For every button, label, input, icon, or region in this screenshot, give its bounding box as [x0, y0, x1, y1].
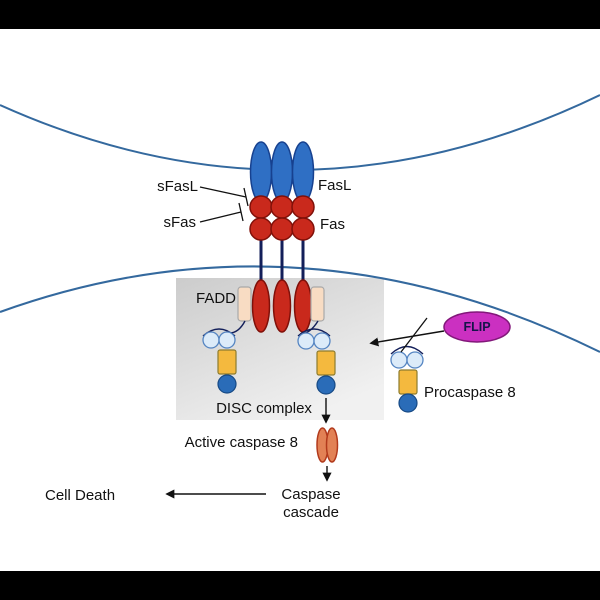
- procaspase8-free: [390, 345, 424, 413]
- label-fadd: FADD: [195, 290, 236, 307]
- fas-domain: [270, 217, 294, 241]
- pointer-tee: [243, 187, 249, 207]
- death-domain: [272, 279, 292, 333]
- fasl-subunit: [270, 141, 294, 203]
- fas-domain: [291, 217, 315, 241]
- ded-domain: [218, 331, 236, 349]
- label-flip: FLIP: [463, 320, 491, 334]
- fas-domain: [291, 195, 315, 219]
- fas-domain: [270, 195, 294, 219]
- label-disc-complex: DISC complex: [216, 400, 312, 417]
- sfas-pointer: [199, 202, 244, 223]
- ded-domain: [202, 331, 220, 349]
- arrow-flip-to-disc: [369, 330, 445, 347]
- fas-receptors: [249, 195, 315, 241]
- ded-domain: [390, 351, 408, 369]
- label-cell-death: Cell Death: [45, 487, 116, 504]
- pointer-tee: [238, 202, 244, 222]
- label-sfasl: sFasL: [157, 178, 198, 195]
- fas-domain: [249, 195, 273, 219]
- flip-ellipse: [443, 311, 511, 343]
- linker-curve: [297, 328, 331, 337]
- letterbox-bottom: [0, 571, 600, 600]
- active-caspase-subunit: [325, 427, 339, 463]
- linker-curve: [390, 345, 424, 355]
- ded-domain: [313, 332, 331, 350]
- procaspase8-recruited-right: [297, 320, 336, 395]
- label-fasl: FasL: [318, 177, 352, 194]
- inhibition-slash: [400, 317, 428, 353]
- label-procaspase8: Procaspase 8: [424, 384, 516, 401]
- caspase-domain: [398, 369, 418, 395]
- label-active-caspase8: Active caspase 8: [184, 434, 298, 451]
- ded-domain: [297, 332, 315, 350]
- caspase-small-subunit: [217, 374, 237, 394]
- cell-membrane-bottom: [0, 265, 600, 353]
- label-fas: Fas: [320, 216, 346, 233]
- letterbox-top: [0, 0, 600, 29]
- ded-domain: [406, 351, 424, 369]
- sfasl-pointer: [199, 186, 249, 207]
- fasl-trimer: [249, 141, 315, 203]
- fasl-subunit: [249, 141, 273, 203]
- caspase-small-subunit: [316, 375, 336, 395]
- pointer-line: [199, 211, 242, 223]
- caspase-small-subunit: [398, 393, 418, 413]
- pointer-line: [199, 186, 247, 198]
- active-caspase8-dimer: [316, 427, 339, 463]
- label-caspase-cascade: Caspase cascade: [281, 486, 341, 521]
- caspase-domain: [217, 349, 237, 375]
- fas-domain: [249, 217, 273, 241]
- death-domain: [293, 279, 313, 333]
- death-domain: [251, 279, 271, 333]
- fas-death-domains: [251, 279, 313, 333]
- fadd-adapter: [310, 286, 325, 322]
- fasl-subunit: [291, 141, 315, 203]
- fadd-adapter: [237, 286, 252, 322]
- receptor-stems: [259, 236, 305, 284]
- caspase-domain: [316, 350, 336, 376]
- label-sfas: sFas: [163, 214, 196, 231]
- procaspase8-recruited-left: [202, 320, 246, 394]
